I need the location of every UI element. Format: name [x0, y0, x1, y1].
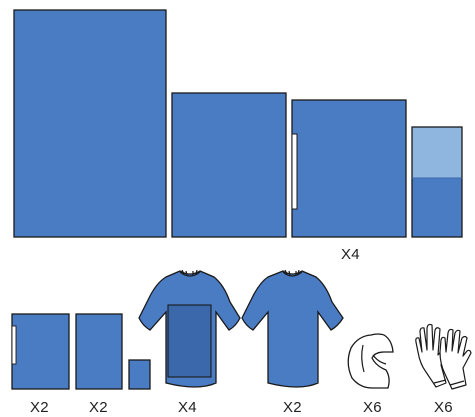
qty-small-drape-with-tab: X2	[30, 399, 49, 416]
hood-icon	[347, 333, 394, 389]
qty-reinforced-gown: X4	[178, 399, 197, 416]
small-drape	[75, 313, 123, 390]
qty-hood-cap: X6	[363, 399, 382, 416]
tiny-square	[128, 359, 151, 390]
gloves-pair	[415, 323, 472, 390]
qty-gloves: X6	[434, 399, 453, 416]
large-drape	[13, 9, 167, 238]
gown-reinforcement-panel	[167, 304, 212, 378]
reinforced-surgical-gown	[138, 269, 241, 388]
drape-with-tab	[291, 99, 407, 238]
hood-cap	[347, 333, 394, 389]
standard-surgical-gown	[241, 269, 344, 388]
qty-standard-gown: X2	[283, 399, 302, 416]
two-tone-pouch	[411, 126, 463, 238]
qty-small-drape: X2	[89, 399, 108, 416]
drape-tab	[291, 133, 298, 210]
gown-icon	[241, 270, 344, 388]
small-drape-with-tab	[11, 313, 70, 390]
gloves-icon	[415, 323, 472, 390]
qty-drape-with-tab: X4	[341, 246, 360, 263]
medium-drape	[171, 92, 287, 238]
